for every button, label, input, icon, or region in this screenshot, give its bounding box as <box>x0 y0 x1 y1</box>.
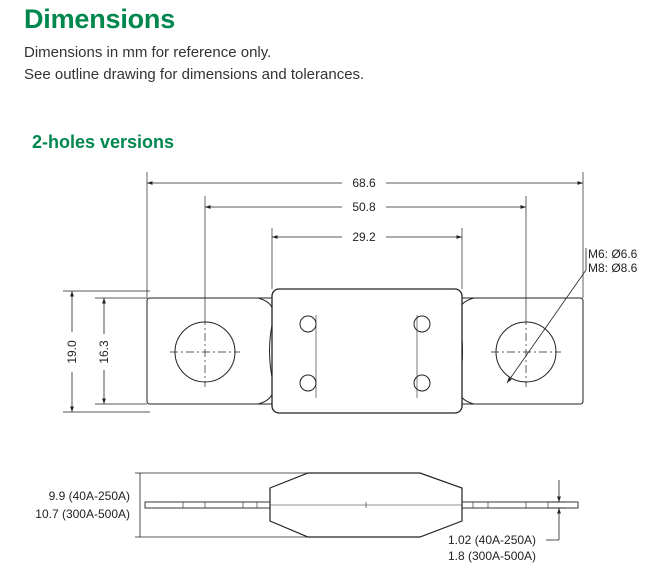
side-view <box>135 472 579 541</box>
body-thickness-low-label: 9.9 (40A-250A) <box>49 489 130 503</box>
page-title: Dimensions <box>24 4 176 34</box>
overall-height-label: 19.0 <box>65 340 79 364</box>
reference-note: Dimensions in mm for reference only. <box>24 44 272 61</box>
thread-leader-line <box>506 269 587 384</box>
tolerance-note: See outline drawing for dimensions and t… <box>24 66 365 83</box>
body-thickness-high-label: 10.7 (300A-500A) <box>35 507 130 521</box>
m8-hole-label: M8: Ø8.6 <box>588 261 638 275</box>
terminal-thickness-low-label: 1.02 (40A-250A) <box>448 533 536 547</box>
m6-hole-label: M6: Ø6.6 <box>588 247 638 261</box>
hole-spacing-label: 50.8 <box>352 200 376 214</box>
body-width-label: 29.2 <box>352 230 376 244</box>
body-hole-bottom-left <box>299 374 317 392</box>
terminal-thickness-high-label: 1.8 (300A-500A) <box>448 549 536 563</box>
top-view <box>63 172 587 414</box>
body-hole-top-right <box>413 315 431 333</box>
fuse-body <box>271 288 463 414</box>
body-hole-top-left <box>299 315 317 333</box>
right-terminal <box>456 297 584 405</box>
body-hole-bottom-right <box>413 374 431 392</box>
left-terminal <box>146 297 276 405</box>
terminal-height-label: 16.3 <box>97 340 111 364</box>
overall-length-label: 68.6 <box>352 176 376 190</box>
section-title: 2-holes versions <box>32 132 175 152</box>
